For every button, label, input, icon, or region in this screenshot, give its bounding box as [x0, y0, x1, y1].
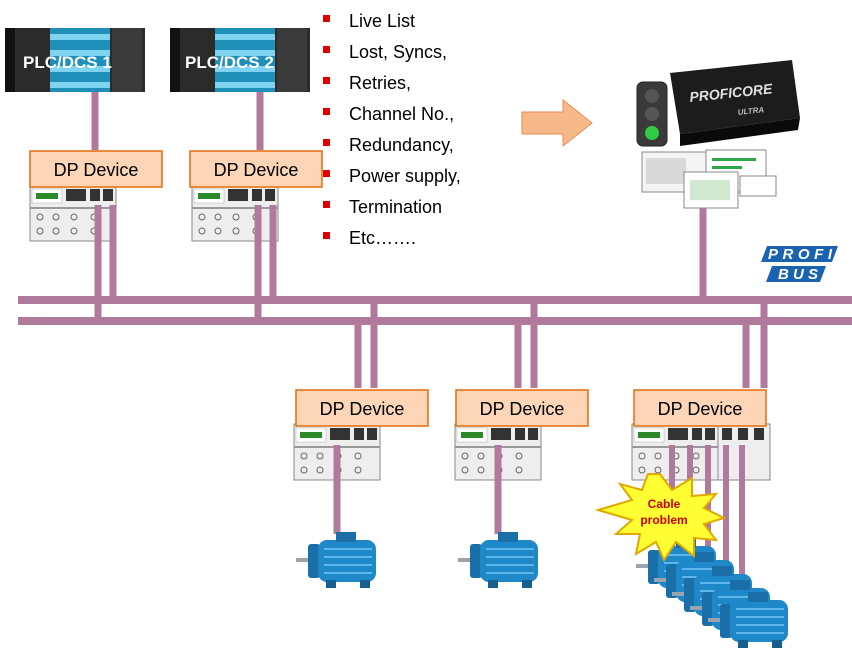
plc-label-1: PLC/DCS 1 — [23, 53, 112, 72]
monitor-model: ULTRA — [737, 105, 765, 117]
dp-device-3: DP Device — [295, 389, 429, 427]
diag-item: Live List — [349, 11, 415, 31]
bullet-icon — [323, 170, 330, 177]
diag-item: Termination — [349, 197, 442, 217]
dp-device-1: DP Device — [29, 150, 163, 188]
led-icon — [645, 107, 659, 121]
bullet-icon — [323, 201, 330, 208]
dp-device-5: DP Device — [633, 389, 767, 427]
plc-rack-2: PLC/DCS 2 — [170, 28, 310, 92]
bullet-icon — [323, 108, 330, 115]
dp-device-label: DP Device — [658, 399, 743, 419]
diagnostics-list: Live List Lost, Syncs, Retries, Channel … — [323, 11, 461, 248]
dp-device-4: DP Device — [455, 389, 589, 427]
logo-profi: PROFI — [768, 246, 833, 263]
logo-bus: BUS — [778, 266, 818, 283]
bullet-icon — [323, 77, 330, 84]
arrow-right-icon — [521, 98, 593, 148]
diag-item: Channel No., — [349, 104, 454, 124]
motor-icon — [295, 531, 377, 589]
bullet-icon — [323, 139, 330, 146]
dp-device-label: DP Device — [54, 160, 139, 180]
profibus-logo: PROFI BUS — [761, 246, 838, 283]
diag-item: Retries, — [349, 73, 411, 93]
cable-problem-burst: Cable problem — [594, 473, 727, 563]
plc-rack-1: PLC/DCS 1 — [5, 28, 145, 92]
dp-device-label: DP Device — [214, 160, 299, 180]
proficore-monitor: PROFICORE ULTRA — [636, 60, 800, 209]
burst-line-1: Cable — [648, 497, 681, 511]
diag-item: Lost, Syncs, — [349, 42, 447, 62]
burst-line-2: problem — [640, 513, 687, 527]
motor-icon — [457, 531, 539, 589]
terminal-block-2 — [191, 184, 279, 242]
diag-item: Redundancy, — [349, 135, 454, 155]
dp-device-2: DP Device — [189, 150, 323, 188]
terminal-block-5 — [631, 423, 771, 481]
burst-icon — [594, 473, 727, 563]
diag-item: Power supply, — [349, 166, 461, 186]
bullet-icon — [323, 46, 330, 53]
dp-device-label: DP Device — [480, 399, 565, 419]
plc-label-2: PLC/DCS 2 — [185, 53, 274, 72]
terminal-block-1 — [29, 184, 117, 242]
led-icon — [645, 89, 659, 103]
bullet-icon — [323, 232, 330, 239]
diag-item: Etc……. — [349, 228, 416, 248]
dp-device-label: DP Device — [320, 399, 405, 419]
led-green-icon — [645, 126, 659, 140]
bullet-icon — [323, 15, 330, 22]
